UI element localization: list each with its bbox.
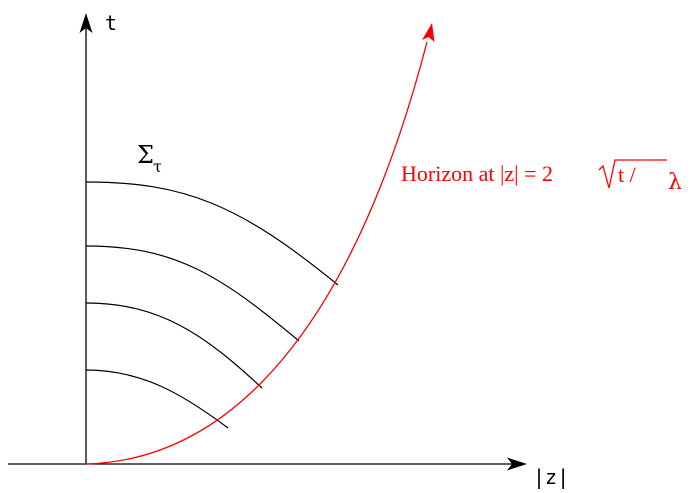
axes	[8, 13, 527, 471]
horizon-label-text: Horizon at |z| = 2	[401, 161, 553, 186]
horizon-label: Horizon at |z| = 2 t / λ	[401, 159, 682, 195]
t-axis-label: t	[105, 11, 117, 35]
sqrt-sign	[598, 159, 667, 189]
lambda-symbol: λ	[668, 170, 682, 195]
z-axis-arrowhead	[507, 457, 527, 471]
t-axis-arrowhead	[79, 13, 93, 33]
slice-curve-4	[85, 369, 229, 429]
horizon-radicand: t /	[618, 162, 637, 187]
horizon-arrowhead	[422, 23, 435, 42]
sigma-symbol: Σ	[137, 141, 154, 169]
slice-curve-3	[85, 302, 263, 389]
sigma-tau-label: Σ τ	[137, 141, 162, 176]
horizon-curve	[85, 41, 428, 465]
slice-curve-2	[85, 245, 300, 342]
tau-subscript: τ	[153, 157, 162, 176]
horizon	[85, 23, 435, 465]
slice-curve-1	[85, 181, 339, 286]
z-axis-label: |z|	[533, 465, 569, 489]
constant-time-slices	[85, 181, 339, 429]
